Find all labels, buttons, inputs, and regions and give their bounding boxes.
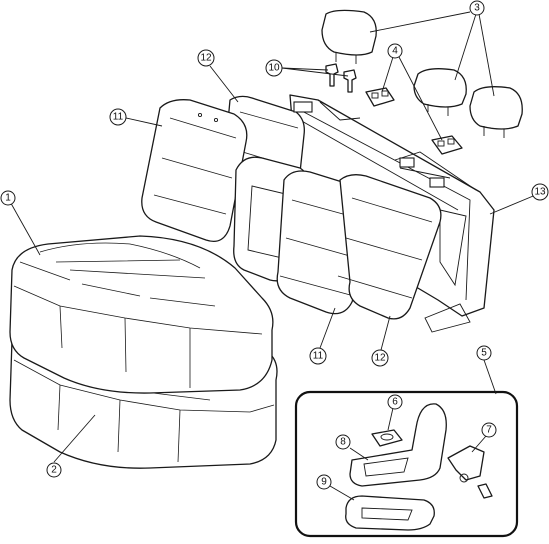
callout-7: 7 xyxy=(481,422,497,438)
svg-text:5: 5 xyxy=(481,348,487,359)
armrest-parts xyxy=(345,403,493,531)
clip-1 xyxy=(325,63,339,87)
armrest-bracket xyxy=(447,445,485,481)
leader-lines xyxy=(7,11,539,501)
armrest-body xyxy=(349,403,447,487)
svg-text:9: 9 xyxy=(321,477,327,488)
seat-back-11-upper xyxy=(141,99,248,243)
cup-holder xyxy=(371,429,403,447)
svg-text:11: 11 xyxy=(113,112,124,123)
callout-9: 9 xyxy=(316,474,332,490)
callout-10: 10 xyxy=(265,59,283,77)
svg-text:2: 2 xyxy=(51,465,57,476)
svg-text:13: 13 xyxy=(534,187,546,198)
seat-back-12-lower xyxy=(339,174,442,320)
callout-12-upper: 12 xyxy=(197,49,215,67)
callout-11-lower: 11 xyxy=(309,347,327,365)
callout-12-lower: 12 xyxy=(371,349,389,367)
svg-text:1: 1 xyxy=(5,193,11,204)
callout-2: 2 xyxy=(46,462,62,478)
callout-11-upper: 11 xyxy=(109,108,127,126)
clip-2 xyxy=(343,69,357,93)
callout-1: 1 xyxy=(0,190,16,206)
svg-text:12: 12 xyxy=(200,53,212,64)
seat-cushion-assembly xyxy=(9,235,278,469)
svg-text:6: 6 xyxy=(392,397,398,408)
seat-back-assembly xyxy=(141,94,495,333)
armrest-detail-box xyxy=(294,390,519,538)
callout-13: 13 xyxy=(531,183,549,201)
headrest-guide-1 xyxy=(365,87,395,107)
headrest-guide-group xyxy=(365,87,463,155)
callout-8: 8 xyxy=(335,434,351,450)
armrest-bolt xyxy=(477,483,493,499)
svg-text:12: 12 xyxy=(374,353,386,364)
armrest-lid xyxy=(345,495,435,531)
svg-text:7: 7 xyxy=(486,425,492,436)
callout-3: 3 xyxy=(469,0,485,16)
svg-text:11: 11 xyxy=(313,351,324,362)
svg-text:8: 8 xyxy=(340,437,346,448)
callouts: 1 2 3 4 5 6 7 8 9 10 11 11 12 12 13 xyxy=(0,0,549,490)
headrest-2 xyxy=(413,68,467,108)
seat-cushion-cover xyxy=(9,235,274,394)
callout-6: 6 xyxy=(387,394,403,410)
clip-group xyxy=(325,63,357,93)
headrest-guide-2 xyxy=(431,135,463,155)
headrest-group xyxy=(321,9,523,138)
callout-4: 4 xyxy=(387,43,403,59)
svg-text:3: 3 xyxy=(474,3,480,14)
svg-text:4: 4 xyxy=(392,46,398,57)
headrest-3 xyxy=(469,86,523,130)
headrest-1 xyxy=(321,9,377,56)
svg-text:10: 10 xyxy=(268,63,280,74)
callout-5: 5 xyxy=(476,345,492,361)
